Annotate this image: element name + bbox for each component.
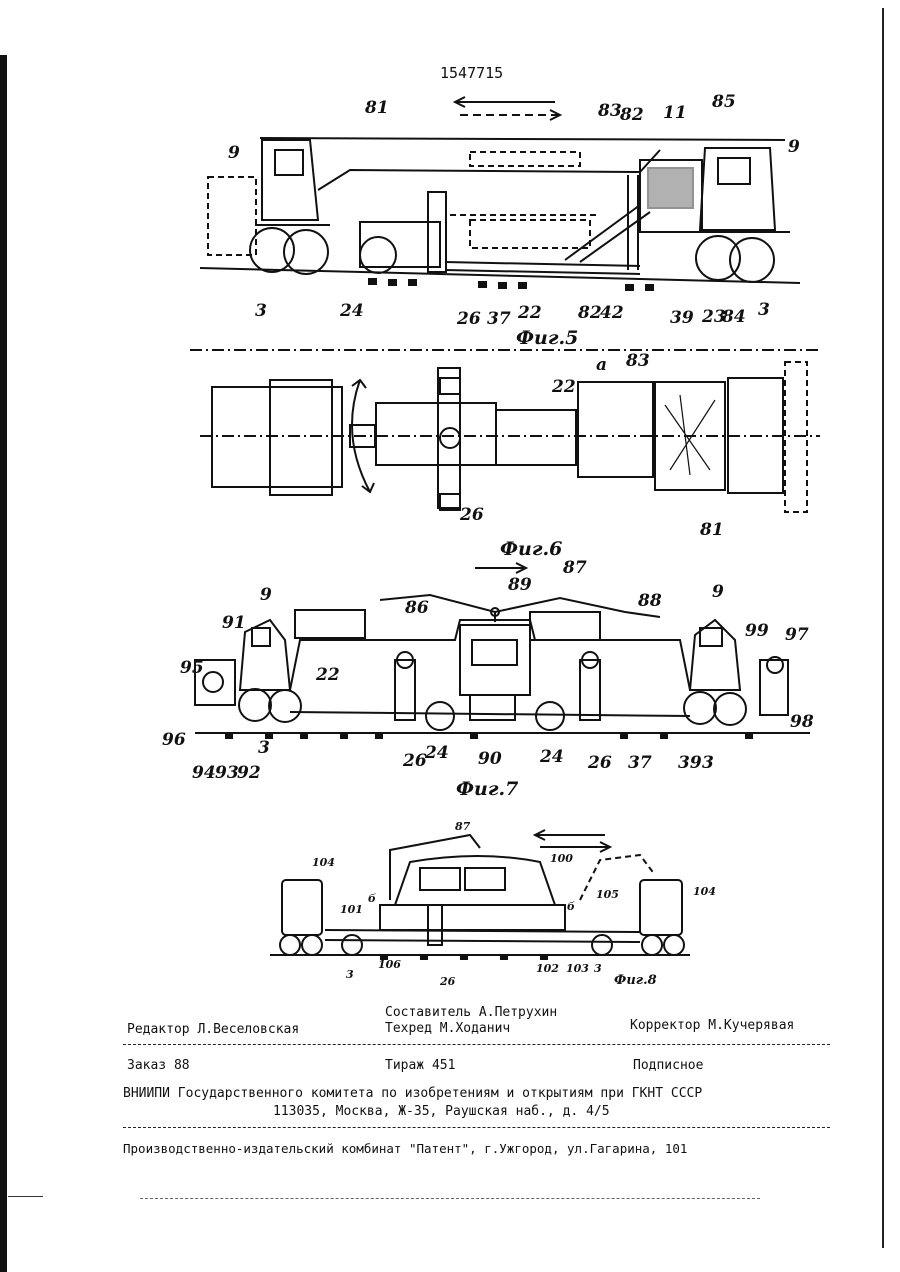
fig7-label-99: 99 — [745, 621, 769, 641]
footer-corrector: Корректор М.Кучерявая — [630, 1018, 794, 1033]
figure-8 — [270, 830, 690, 960]
fig8-label-102: 102 — [536, 962, 559, 975]
fig7-label-95: 95 — [180, 658, 204, 678]
footer-compiler: Составитель А.Петрухин — [385, 1005, 557, 1020]
fig8-label-104-right: 104 — [693, 885, 716, 898]
fig5-label-83: 83 — [597, 101, 622, 121]
fig6-label-81: 81 — [699, 520, 724, 540]
figure-7-labels: 87 89 88 9 9 86 91 22 99 97 95 96 94 93 … — [162, 558, 814, 800]
footer-org-line1: ВНИИПИ Государственного комитета по изоб… — [123, 1086, 702, 1101]
fig6-label-22: 22 — [551, 377, 576, 397]
fig5-label-84: 84 — [721, 307, 746, 327]
fig7-label-93: 93 — [215, 763, 239, 783]
fig7-label-86: 86 — [404, 598, 429, 618]
fig5-label-22: 22 — [517, 303, 542, 323]
fig5-label-82b: 82 — [577, 303, 602, 323]
scan-bottom-marks — [140, 1198, 760, 1199]
fig5-label-11: 11 — [663, 103, 687, 123]
fig7-label-22: 22 — [315, 665, 340, 685]
fig7-label-92: 92 — [237, 763, 261, 783]
scan-bottom-left-line — [8, 1196, 43, 1197]
fig8-label-103: 103 — [566, 962, 589, 975]
fig8-label-101: 101 — [340, 903, 363, 916]
footer-divider-1 — [123, 1044, 830, 1045]
fig8-label-3-left: 3 — [346, 968, 354, 981]
footer-publisher: Производственно-издательский комбинат "П… — [123, 1141, 687, 1156]
fig5-label-9-right: 9 — [788, 137, 800, 157]
fig7-label-37: 37 — [628, 753, 652, 773]
fig7-label-89: 89 — [507, 575, 532, 595]
fig7-label-24-right: 24 — [539, 747, 564, 767]
fig6-label-83: 83 — [625, 351, 650, 371]
fig8-label-b-left: б — [368, 892, 376, 905]
fig5-caption: Фиг.5 — [516, 327, 578, 349]
fig7-label-3-left: 3 — [258, 738, 270, 758]
fig8-label-104-left: 104 — [312, 856, 335, 869]
fig8-label-105: 105 — [596, 888, 619, 901]
fig5-label-3-left: 3 — [255, 301, 267, 321]
fig6-label-26: 26 — [459, 505, 484, 525]
fig8-label-3-right: 3 — [594, 962, 602, 975]
fig7-label-9-right: 9 — [712, 582, 724, 602]
fig7-label-87: 87 — [562, 558, 587, 578]
footer-order: Заказ 88 — [127, 1058, 190, 1073]
fig5-label-37: 37 — [487, 309, 511, 329]
fig7-label-94: 94 — [192, 763, 216, 783]
fig8-label-87: 87 — [455, 820, 471, 833]
footer-editor: Редактор Л.Веселовская — [127, 1022, 299, 1037]
footer-circulation: Тираж 451 — [385, 1058, 455, 1073]
fig5-label-82: 82 — [619, 105, 644, 125]
footer-divider-2 — [123, 1127, 830, 1128]
fig7-label-39: 39 — [678, 753, 702, 773]
fig5-label-85: 85 — [711, 92, 736, 112]
fig5-label-39: 39 — [670, 308, 694, 328]
fig7-label-24-left: 24 — [424, 743, 449, 763]
fig8-label-100: 100 — [550, 852, 573, 865]
fig5-label-81: 81 — [364, 98, 389, 118]
fig7-label-88: 88 — [637, 591, 662, 611]
fig7-label-90: 90 — [478, 749, 502, 769]
fig7-label-26-right: 26 — [587, 753, 612, 773]
fig7-label-98: 98 — [790, 712, 814, 732]
fig8-label-106: 106 — [378, 958, 401, 971]
footer-subscription: Подписное — [633, 1058, 703, 1073]
figure-5 — [200, 97, 800, 291]
footer-org-line2: 113035, Москва, Ж-35, Раушская наб., д. … — [273, 1104, 610, 1119]
fig5-label-42: 42 — [600, 303, 624, 323]
fig5-label-9-left: 9 — [228, 143, 240, 163]
fig6-label-a: a — [596, 355, 607, 375]
fig8-caption: Фиг.8 — [614, 973, 657, 988]
fig5-label-26: 26 — [456, 309, 481, 329]
fig7-label-26-left: 26 — [402, 751, 427, 771]
fig7-label-91: 91 — [222, 613, 246, 633]
fig5-label-24: 24 — [339, 301, 364, 321]
figure-6 — [190, 350, 820, 512]
fig8-label-26: 26 — [439, 975, 456, 988]
footer-techred: Техред М.Ходанич — [385, 1021, 510, 1036]
fig7-caption: Фиг.7 — [456, 778, 518, 800]
fig7-label-9-left: 9 — [260, 585, 272, 605]
fig8-label-b-right: б — [567, 900, 575, 913]
fig7-label-3-right: 3 — [702, 753, 714, 773]
fig7-label-97: 97 — [785, 625, 809, 645]
fig7-label-96: 96 — [162, 730, 186, 750]
fig6-caption: Фиг.6 — [500, 538, 562, 560]
fig5-label-3-right: 3 — [758, 300, 770, 320]
